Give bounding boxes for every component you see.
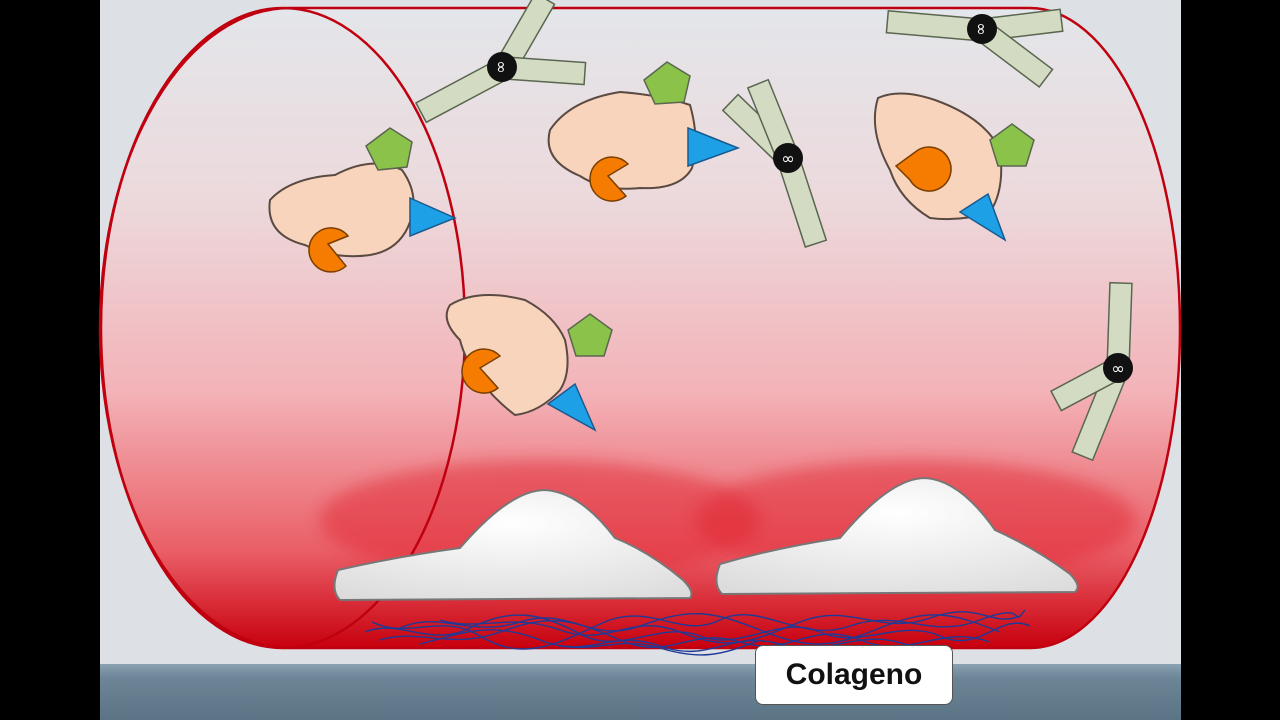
svg-text:∞: ∞ xyxy=(781,149,794,168)
svg-text:∞: ∞ xyxy=(1111,359,1124,378)
triangle-receptor xyxy=(958,192,1007,242)
triangle-receptor xyxy=(409,196,457,238)
pacman-receptor xyxy=(589,156,630,202)
pentagon-receptor xyxy=(643,61,691,105)
svg-text:∞: ∞ xyxy=(492,60,511,73)
collagen-label: Colageno xyxy=(755,645,953,705)
antibody-label: ∞ xyxy=(967,14,997,44)
antibody-label: ∞ xyxy=(773,143,803,173)
endothelial-cell xyxy=(333,488,693,602)
pacman-receptor xyxy=(461,348,502,394)
platelet xyxy=(547,61,741,202)
antibody-label: ∞ xyxy=(487,52,517,82)
antibody-label: ∞ xyxy=(1103,353,1133,383)
pacman-receptor xyxy=(308,227,350,273)
svg-text:∞: ∞ xyxy=(972,22,991,35)
pentagon-receptor xyxy=(567,313,613,357)
vessel-floor xyxy=(100,664,1181,720)
pentagon-receptor xyxy=(989,123,1035,167)
endothelial-cell xyxy=(715,476,1079,596)
antibody xyxy=(1050,281,1133,462)
pentagon-receptor xyxy=(365,127,413,171)
platelet xyxy=(445,294,613,432)
collagen-fibers xyxy=(364,609,1031,656)
platelet xyxy=(873,92,1035,242)
triangle-receptor xyxy=(546,382,597,432)
platelet xyxy=(268,127,457,273)
antibody xyxy=(885,8,1064,88)
triangle-receptor xyxy=(687,126,741,168)
pacman-receptor xyxy=(894,146,952,192)
